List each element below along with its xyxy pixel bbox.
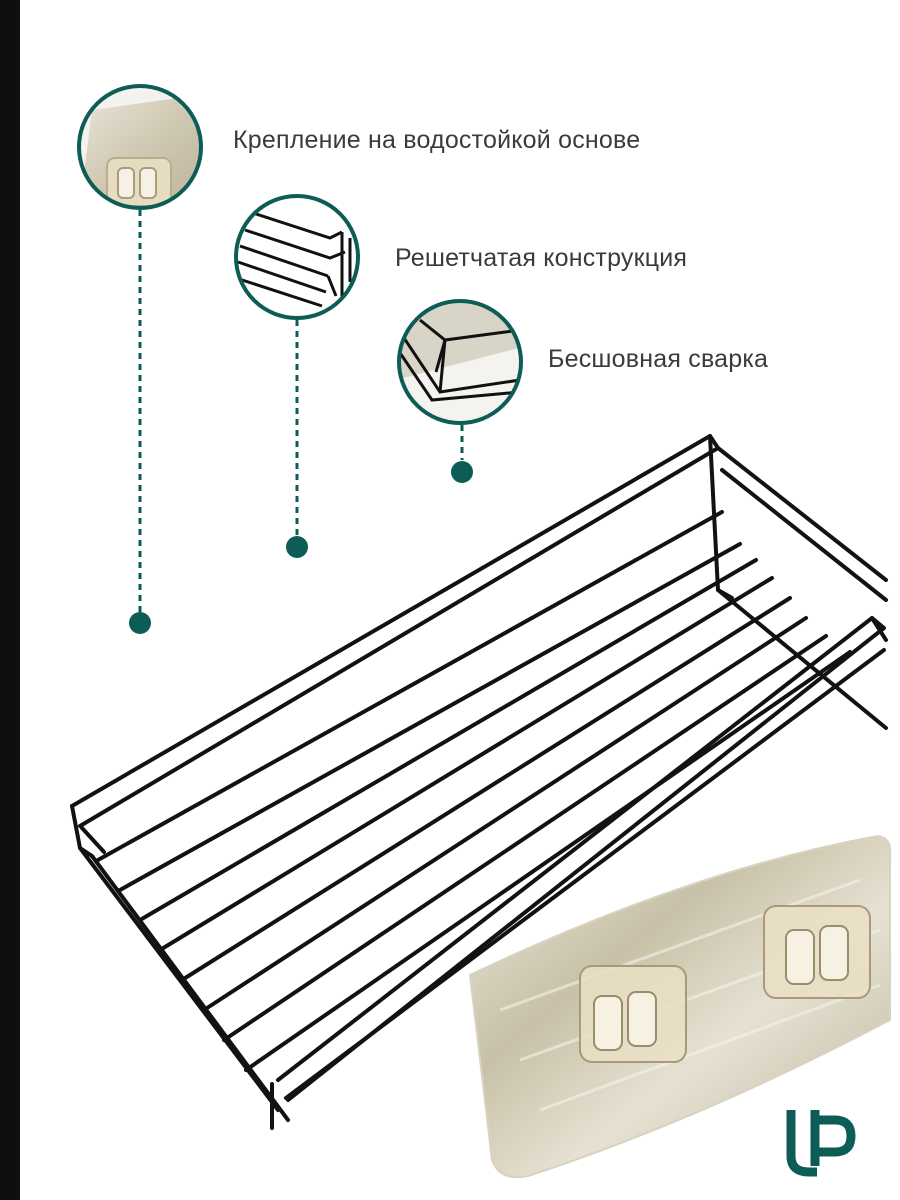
adhesive-plate-photo [468, 834, 891, 1179]
feature-label-mount: Крепление на водостойкой основе [233, 126, 641, 154]
feature-label-weld: Бесшовная сварка [548, 345, 769, 373]
leader-dot-2 [286, 536, 308, 558]
leader-lines [138, 210, 464, 612]
weld-joint-icon [397, 299, 523, 425]
leader-dot-3 [451, 461, 473, 483]
adhesive-hook-icon [77, 84, 203, 210]
feature-label-grid: Решетчатая конструкция [395, 244, 688, 272]
leader-dot-1 [129, 612, 151, 634]
wire-shelf [70, 434, 888, 1130]
adhesive-hook-right [763, 905, 871, 999]
wire-grid-icon [234, 194, 360, 320]
left-edge-bar [0, 0, 20, 1200]
brand-logo [786, 1110, 856, 1177]
